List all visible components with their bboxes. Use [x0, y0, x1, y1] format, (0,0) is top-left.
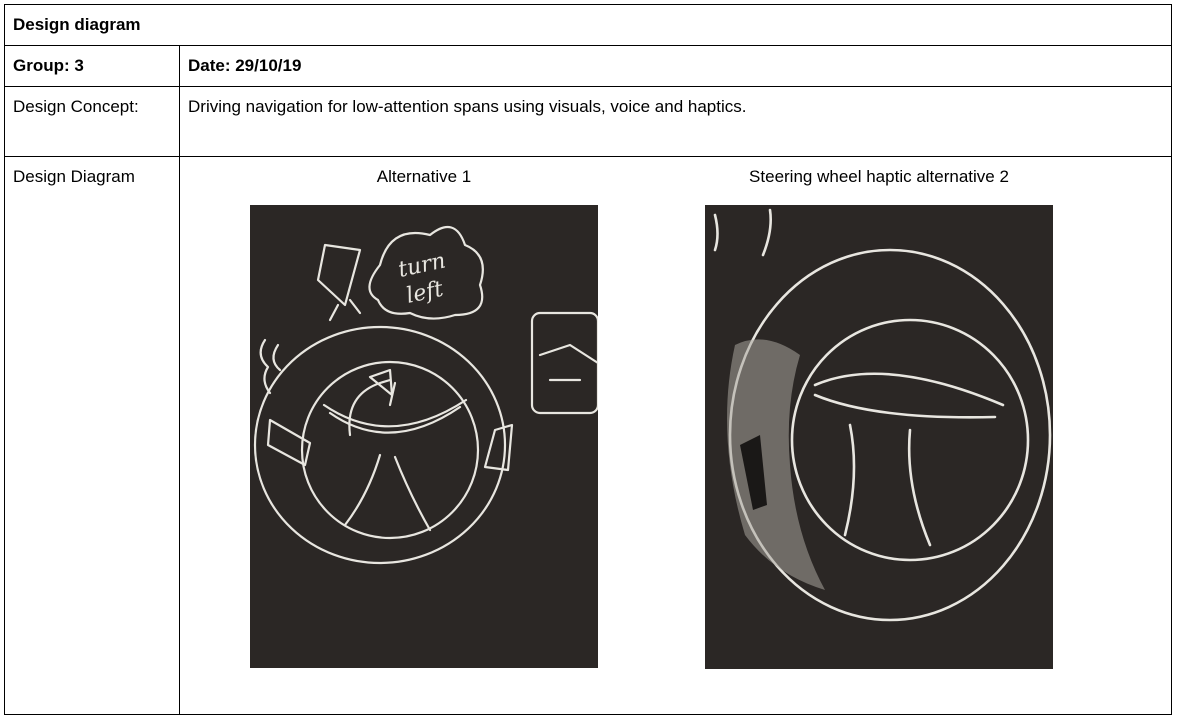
design-concept-text: Driving navigation for low-attention spa…	[179, 86, 1172, 157]
design-diagram-label: Design Diagram	[4, 156, 180, 715]
alternative-2: Steering wheel haptic alternative 2	[705, 167, 1053, 669]
date-cell: Date: 29/10/19	[179, 45, 1172, 87]
design-diagram-cell: Alternative 1	[179, 156, 1172, 715]
table-title: Design diagram	[4, 4, 1172, 46]
alternative-2-caption: Steering wheel haptic alternative 2	[749, 167, 1009, 186]
alternative-2-chalk-sketch	[705, 205, 1053, 669]
alternative-1-caption: Alternative 1	[376, 167, 472, 186]
group-cell: Group: 3	[4, 45, 180, 87]
design-concept-label: Design Concept:	[4, 86, 180, 157]
alternative-1: Alternative 1	[250, 167, 598, 668]
alternative-1-chalk-sketch: turn left	[250, 205, 598, 668]
design-table: Design diagram Group: 3 Date: 29/10/19 D…	[4, 4, 1172, 715]
